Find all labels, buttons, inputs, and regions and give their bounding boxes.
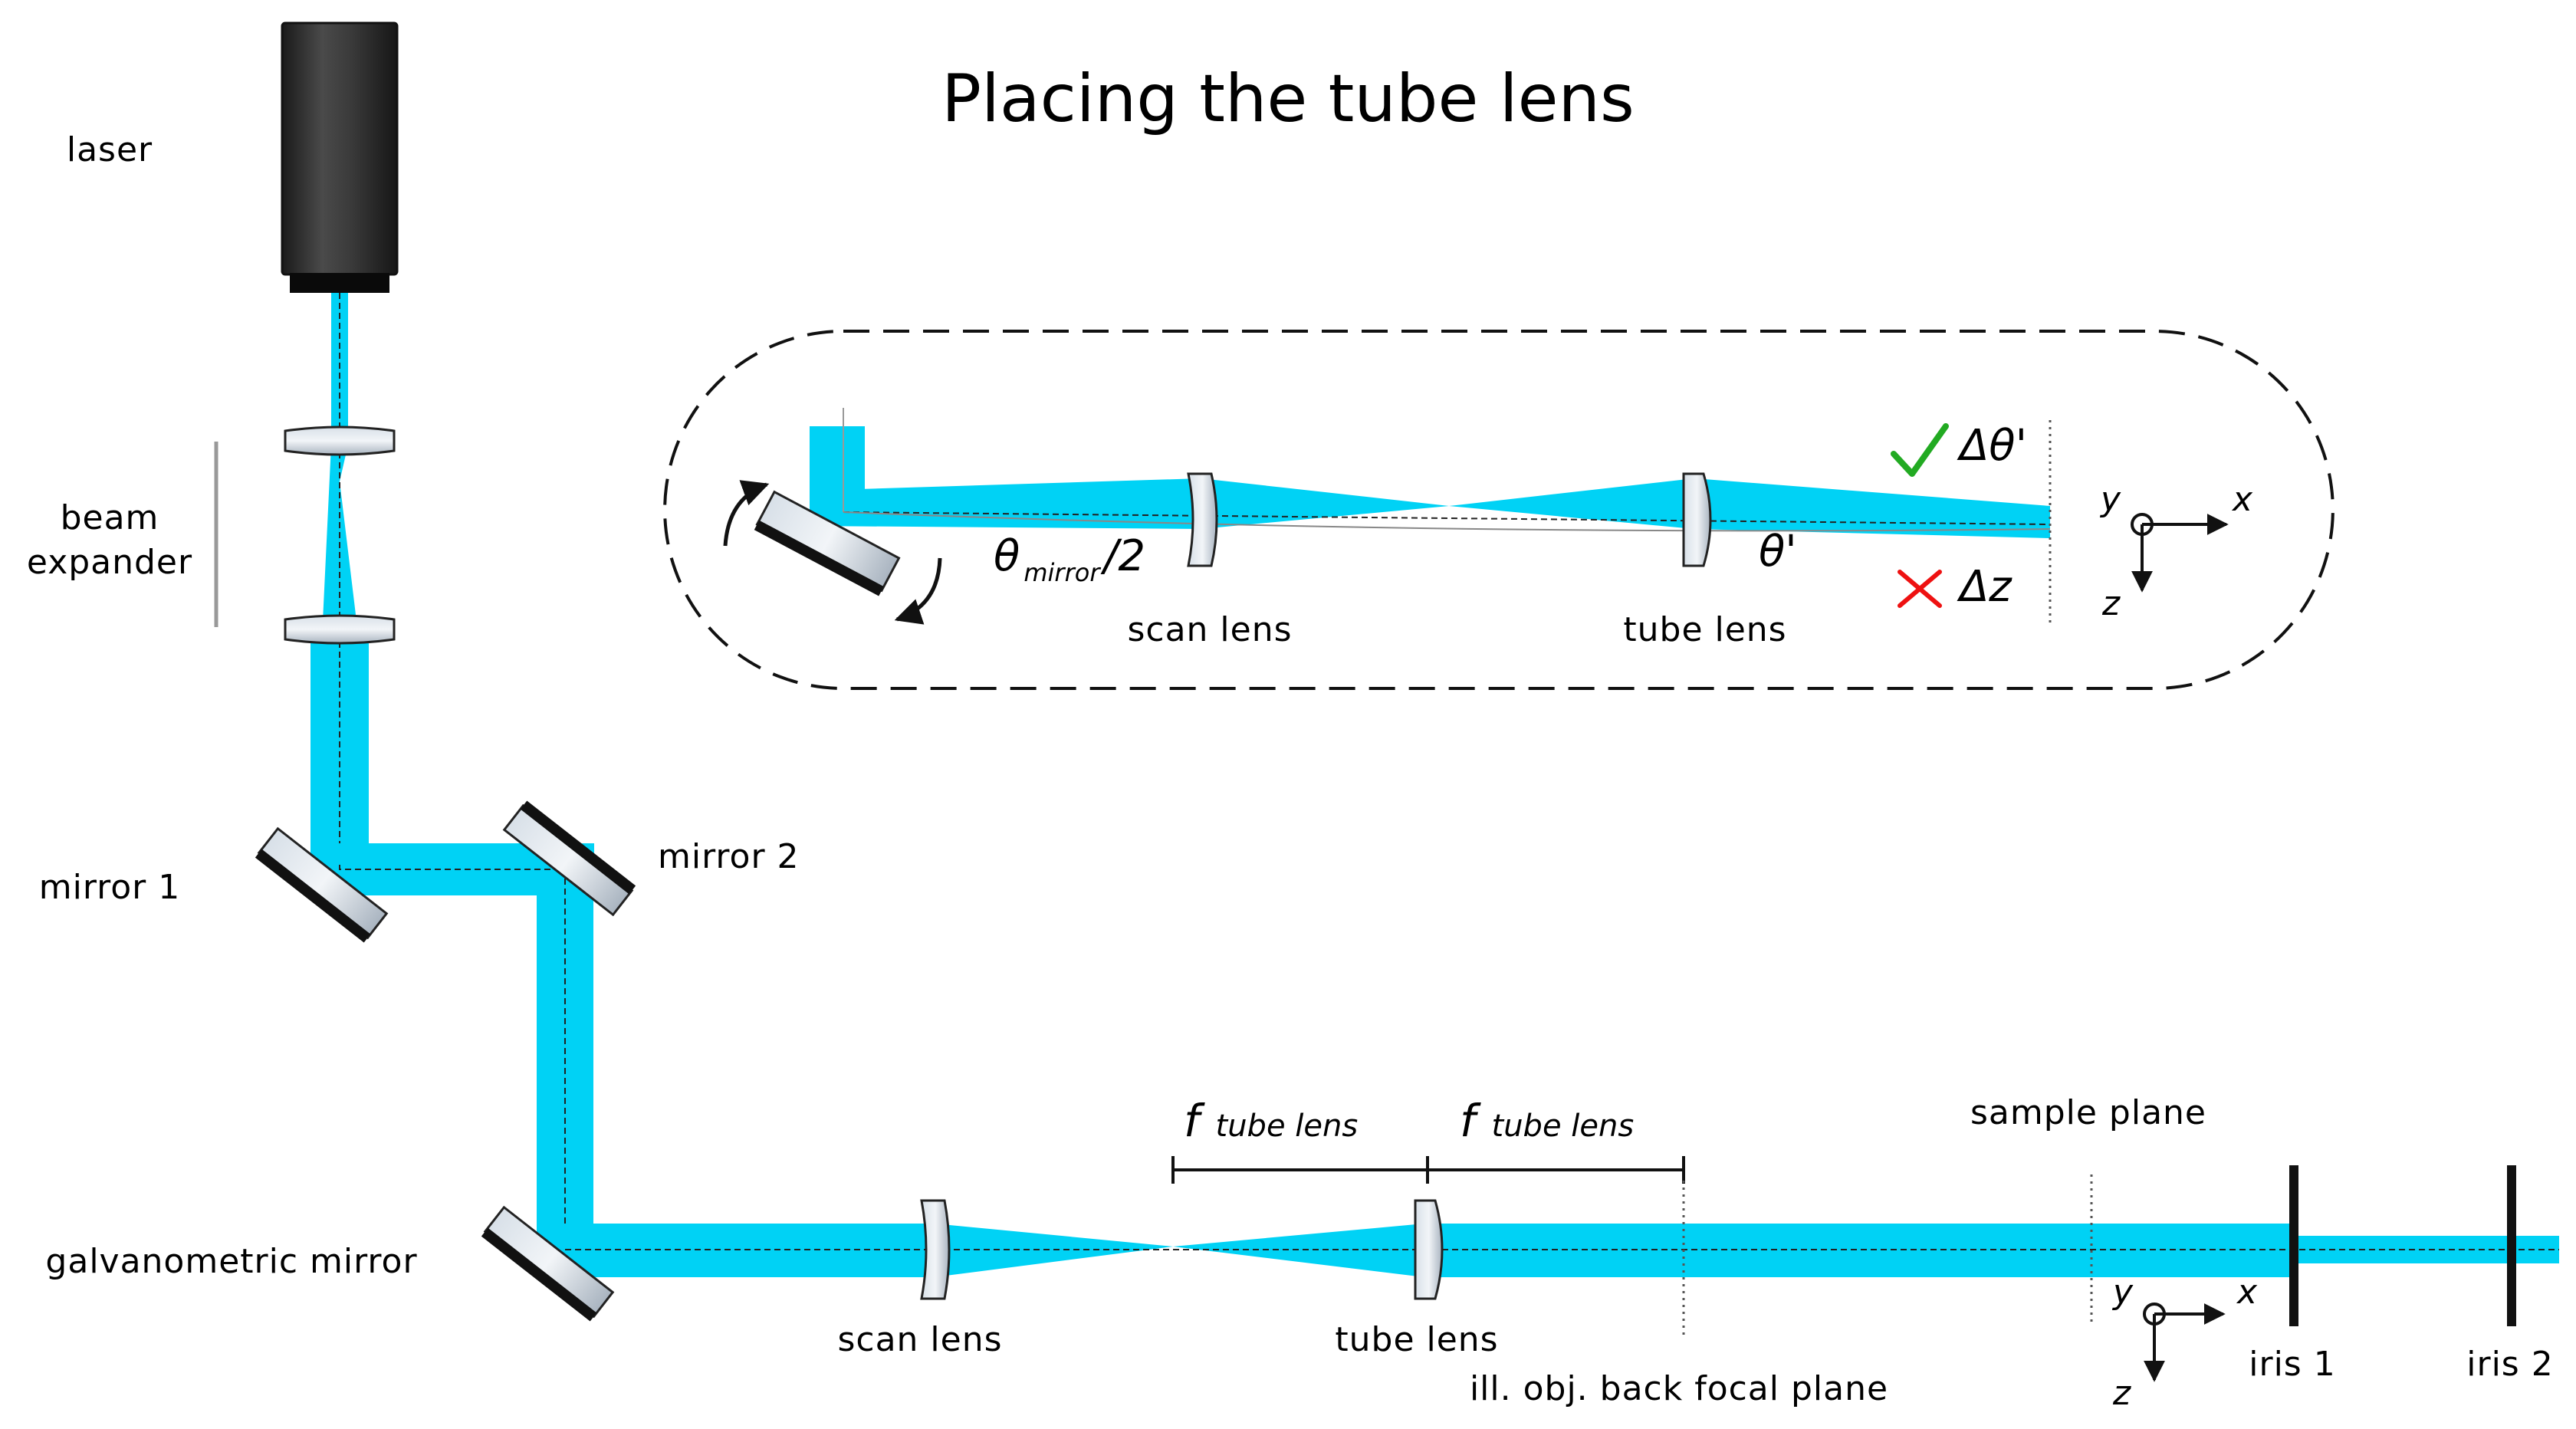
inset-tube-lens-label: tube lens — [1623, 610, 1786, 649]
back-focal-plane-label: ill. obj. back focal plane — [1470, 1369, 1888, 1408]
galvo-label: galvanometric mirror — [45, 1242, 417, 1281]
theta-prime-label: θ' — [1759, 527, 1797, 577]
axis-y-label-inset: y — [2099, 480, 2121, 519]
laser-label: laser — [67, 130, 153, 169]
theta-subscript: mirror — [1024, 558, 1101, 587]
delta-theta-label: Δθ' — [1957, 421, 2027, 471]
inset-beam-to-scanlens — [810, 478, 1201, 529]
scan-lens-label: scan lens — [837, 1320, 1002, 1359]
laser — [281, 21, 399, 293]
iris-1 — [2289, 1165, 2298, 1326]
theta-symbol: θ — [994, 531, 1020, 581]
beam-expander-lens-1 — [284, 425, 396, 456]
focal-length-subscript-1: tube lens — [1216, 1109, 1359, 1144]
focal-length-label-2: f tube lens — [1460, 1095, 1634, 1147]
mirror-2-label: mirror 2 — [658, 837, 800, 876]
inset-galvo-mirror — [754, 490, 901, 596]
inset-beam-converge — [1201, 478, 1449, 529]
theta-suffix: /2 — [1100, 531, 1146, 581]
beam-expander-lens-2 — [284, 614, 396, 645]
axis-z-label-bottom: z — [2112, 1374, 2131, 1413]
check-icon — [1891, 423, 1949, 477]
mirror-2 — [502, 800, 636, 917]
theta-mirror-label: θ mirror /2 — [994, 531, 1145, 587]
axis-y-label-bottom: y — [2111, 1273, 2134, 1312]
axis-x-label-inset: x — [2231, 480, 2253, 519]
iris-1-label: iris 1 — [2249, 1345, 2335, 1384]
focal-length-subscript-2: tube lens — [1492, 1109, 1635, 1144]
mirror-1 — [255, 826, 389, 943]
rotation-arrow-bottom-icon — [894, 557, 942, 625]
mirror-1-label: mirror 1 — [39, 868, 181, 907]
inset-frame — [663, 330, 2334, 690]
inset-beam-diverge — [1449, 478, 1694, 529]
tube-lens — [1414, 1199, 1444, 1300]
inset-scan-lens-label: scan lens — [1127, 610, 1292, 649]
coordinate-axes-bottom — [2143, 1303, 2226, 1382]
tube-lens-label: tube lens — [1335, 1320, 1498, 1359]
axis-x-label-bottom: x — [2236, 1273, 2258, 1312]
cross-icon — [1898, 570, 1942, 608]
scan-lens — [920, 1199, 951, 1300]
iris-2 — [2507, 1165, 2516, 1326]
diagram-title: Placing the tube lens — [941, 61, 1635, 137]
delta-z-label: Δz — [1957, 562, 2013, 612]
sample-plane-label: sample plane — [1970, 1093, 2206, 1132]
beam-expander-label-line1: beam — [61, 498, 159, 537]
focal-length-symbol-2: f — [1460, 1095, 1481, 1147]
rotation-arrow-top-icon — [723, 480, 770, 547]
focal-length-dimension — [1171, 1156, 1685, 1184]
beam-expander-label-line2: expander — [27, 543, 192, 582]
iris-2-label: iris 2 — [2466, 1345, 2553, 1384]
inset-tube-lens — [1682, 472, 1712, 567]
focal-length-symbol-1: f — [1184, 1095, 1205, 1147]
coordinate-axes-inset — [2131, 513, 2229, 593]
focal-length-label-1: f tube lens — [1184, 1095, 1358, 1147]
inset-scan-lens — [1187, 472, 1218, 567]
galvanometric-mirror — [481, 1205, 615, 1322]
axis-z-label-inset: z — [2101, 584, 2121, 623]
